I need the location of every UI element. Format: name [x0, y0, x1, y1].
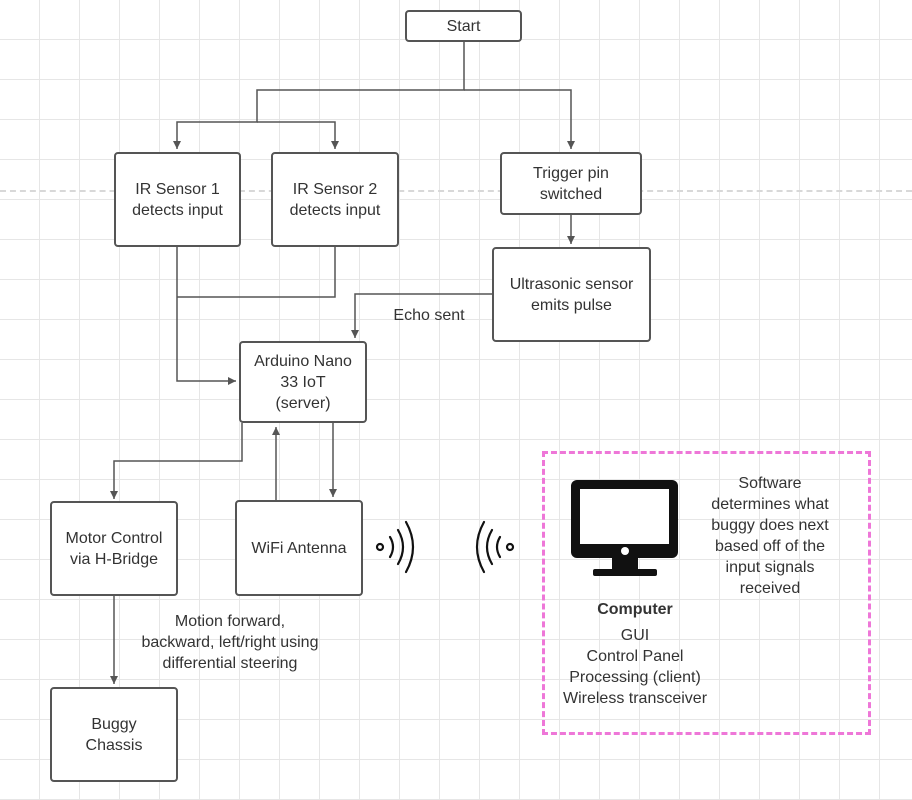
software-label: Software determines what buggy does next… — [711, 475, 829, 597]
connector-ultrasonic-arduino — [351, 293, 492, 338]
motor-control-node[interactable]: Motor Control via H-Bridge — [50, 501, 178, 596]
connector-ir1-arduino — [176, 247, 236, 385]
ultrasonic-sensor-node[interactable]: Ultrasonic sensor emits pulse — [492, 247, 651, 342]
wifi-signal-right-icon — [375, 520, 415, 574]
monitor-icon — [571, 480, 678, 576]
computer-item-gui: GUI — [620, 627, 650, 644]
connector-arduino-motor — [110, 423, 243, 499]
connector-start-trigger — [464, 89, 575, 149]
connector-start-ir1 — [173, 41, 465, 149]
buggy-chassis-node[interactable]: Buggy Chassis — [50, 687, 178, 782]
connector-ir2-merge — [177, 247, 336, 298]
connector-start-ir2 — [257, 121, 339, 149]
trigger-pin-node[interactable]: Trigger pin switched — [500, 152, 642, 215]
echo-sent-label: Echo sent — [393, 307, 465, 324]
start-node[interactable]: Start — [405, 10, 522, 42]
wifi-signal-left-icon — [475, 520, 515, 574]
computer-item-processing: Processing (client) — [569, 669, 701, 686]
computer-item-wireless: Wireless transceiver — [562, 690, 708, 707]
computer-title: Computer — [597, 601, 673, 618]
wifi-antenna-node[interactable]: WiFi Antenna — [235, 500, 363, 596]
ir-sensor-1-node[interactable]: IR Sensor 1 detects input — [114, 152, 241, 247]
motion-label: Motion forward, backward, left/right usi… — [141, 613, 319, 672]
computer-item-control-panel: Control Panel — [586, 648, 684, 665]
arduino-node[interactable]: Arduino Nano 33 IoT (server) — [239, 341, 367, 423]
ir-sensor-2-node[interactable]: IR Sensor 2 detects input — [271, 152, 399, 247]
computer-group — [542, 451, 871, 735]
dashed-divider — [0, 190, 912, 192]
